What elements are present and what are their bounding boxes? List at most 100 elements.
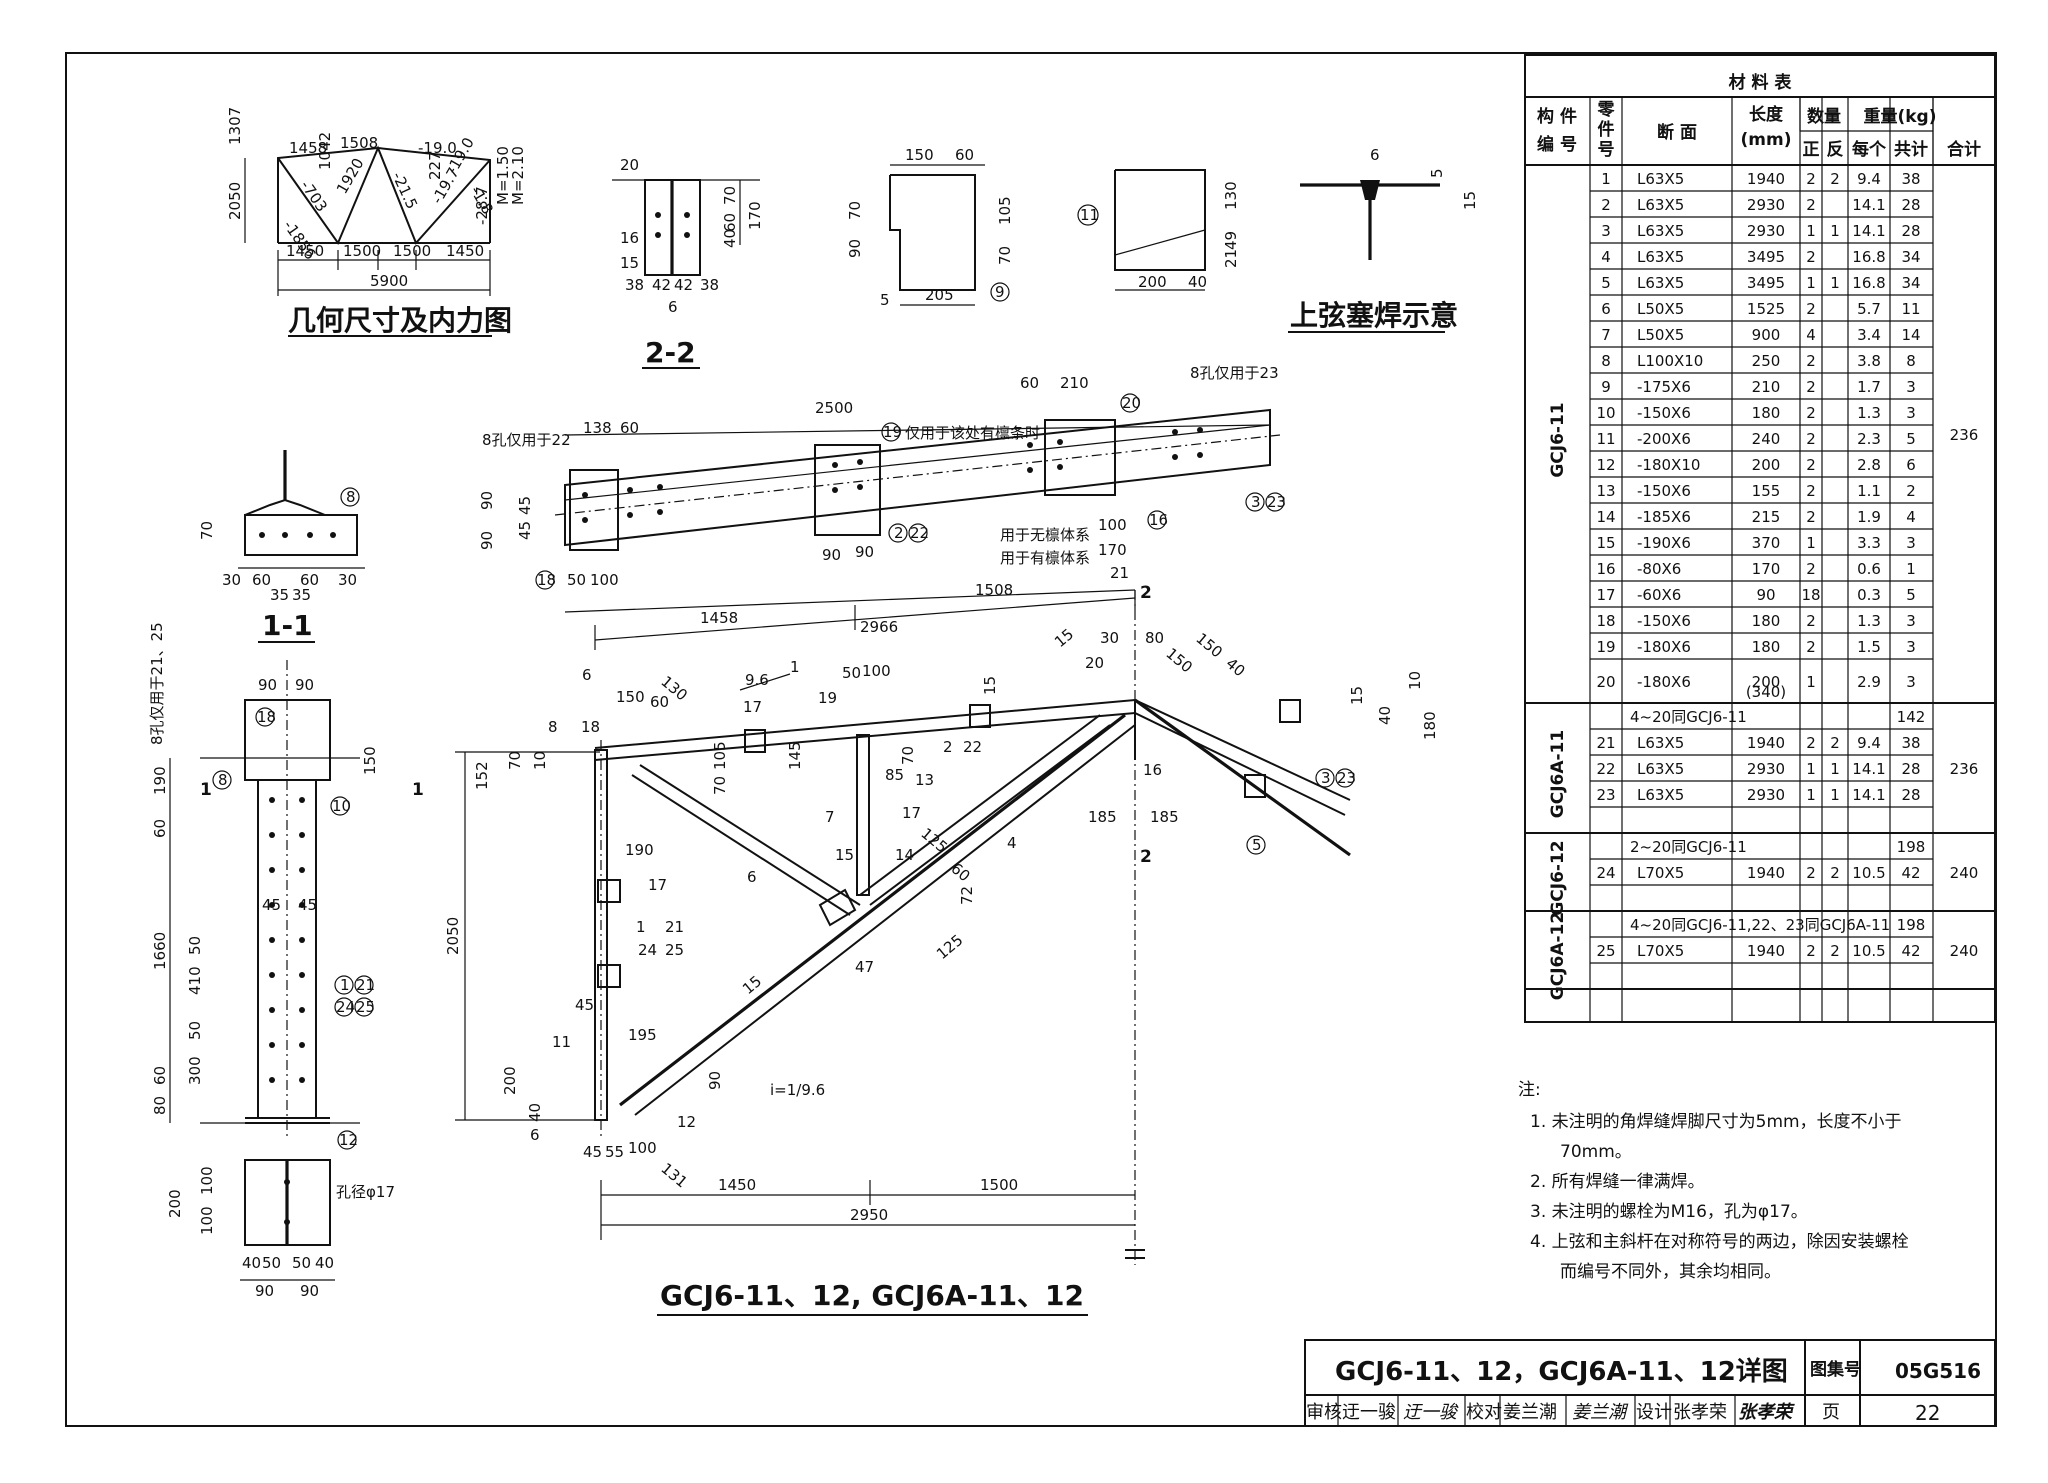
table-cell: 17	[1596, 586, 1615, 604]
group-name: GCJ6-11	[1548, 402, 1568, 477]
table-cell: L50X5	[1637, 326, 1684, 344]
group-name: GCJ6A-12	[1548, 912, 1568, 1000]
table-cell: 180	[1752, 404, 1781, 422]
weld-title: 上弦塞焊示意	[1290, 299, 1458, 332]
chord-label: 8孔仅用于22	[482, 431, 571, 449]
table-cell: L70X5	[1637, 864, 1684, 882]
section-2-2-label: 16	[620, 229, 639, 247]
table-cell: 215	[1752, 508, 1781, 526]
table-cell: 1940	[1747, 170, 1785, 188]
table-cell: 1	[1806, 673, 1816, 691]
chord-label: 22	[910, 524, 929, 542]
section-2-2-label: 6	[668, 298, 678, 316]
header-qty-neg: 反	[1827, 140, 1844, 160]
chord-label: 18	[537, 571, 556, 589]
group-subtotal: 236	[1950, 760, 1979, 778]
column-label: 8孔仅用于21、25	[148, 622, 166, 745]
main-slope: i=1/9.6	[770, 1081, 825, 1099]
table-cell: 9	[1601, 378, 1611, 396]
atlas-label: 图集号	[1810, 1359, 1861, 1380]
section-mark: 2	[1140, 583, 1152, 603]
title-block: GCJ6-11、12，GCJ6A-11、12详图 图集号 05G516 审核 迂…	[1304, 1339, 1996, 1427]
table-cell: 28	[1901, 196, 1920, 214]
table-cell: 8	[1601, 352, 1611, 370]
left-column: 90 90 18 8孔仅用于21、25 190 60 1660 50 410 5…	[148, 622, 424, 1300]
chord-label: 2500	[815, 399, 853, 417]
table-cell: 6	[1601, 300, 1611, 318]
base-label: 90	[300, 1282, 319, 1300]
table-cell: 1	[1830, 222, 1840, 240]
table-cell: 2	[1830, 942, 1840, 960]
table-cell: 2.8	[1857, 456, 1881, 474]
table-cell: 16	[1596, 560, 1615, 578]
table-cell: 2	[1806, 560, 1816, 578]
table-cell: -180X6	[1637, 673, 1691, 691]
table-cell: 3	[1906, 612, 1916, 630]
design-label: 设计	[1636, 1402, 1672, 1423]
chord-label: 90	[478, 531, 496, 550]
table-cell: 14.1	[1852, 760, 1885, 778]
table-cell: 3495	[1747, 274, 1785, 292]
table-cell: 38	[1901, 734, 1920, 752]
main-label: 47	[855, 958, 874, 976]
table-cell: 2	[1830, 864, 1840, 882]
main-label: 15	[835, 846, 854, 864]
column-label: 21	[356, 976, 375, 994]
plate-label: 200	[1138, 273, 1167, 291]
column-dim: 300	[186, 1056, 204, 1085]
column-dim: 1660	[151, 932, 169, 970]
column-label: 45	[262, 896, 281, 914]
table-cell: 34	[1901, 248, 1920, 266]
group-note: 2~20同GCJ6-11	[1630, 838, 1747, 856]
column-label: 10	[332, 797, 351, 815]
section-2-2-title: 2-2	[645, 336, 696, 369]
table-cell: -190X6	[1637, 534, 1691, 552]
table-cell: 22	[1596, 760, 1615, 778]
base-label: 100	[198, 1166, 216, 1195]
main-label: 17	[902, 804, 921, 822]
chord-label: 50	[567, 571, 586, 589]
main-label: 6	[747, 868, 757, 886]
table-cell: 15	[1596, 534, 1615, 552]
table-cell: 9.4	[1857, 734, 1881, 752]
table-cell: 1940	[1747, 864, 1785, 882]
table-cell: 10	[1596, 404, 1615, 422]
group-note: 4~20同GCJ6-11,22、23同GCJ6A-11	[1630, 916, 1890, 934]
table-cell: 240	[1752, 430, 1781, 448]
main-label: 60	[650, 693, 669, 711]
table-cell: 13	[1596, 482, 1615, 500]
table-cell: 28	[1901, 760, 1920, 778]
table-cell: L63X5	[1637, 196, 1684, 214]
checker-signature: 姜兰潮	[1572, 1402, 1629, 1423]
column-dim: 60	[151, 1066, 169, 1085]
table-cell: 3	[1906, 534, 1916, 552]
table-cell: 2	[1830, 734, 1840, 752]
chord-label: 100	[590, 571, 619, 589]
checker-name: 姜兰潮	[1503, 1402, 1557, 1423]
table-cell: 3.4	[1857, 326, 1881, 344]
main-label: 185	[1088, 808, 1117, 826]
table-cell: 1	[1806, 760, 1816, 778]
chord-label: 20	[1122, 394, 1141, 412]
group-subtotal: 236	[1950, 426, 1979, 444]
table-cell: 1	[1830, 760, 1840, 778]
column-dim: 190	[151, 766, 169, 795]
table-cell: 2930	[1747, 222, 1785, 240]
section-2-2-label: 15	[620, 254, 639, 272]
chord-label: 8孔仅用于23	[1190, 364, 1279, 382]
header-part: 号	[1598, 140, 1615, 160]
main-dim: 1450	[718, 1176, 756, 1194]
main-label: 22	[963, 738, 982, 756]
chord-label: 用于无檩体系	[1000, 526, 1090, 544]
table-cell: 180	[1752, 638, 1781, 656]
main-label: 150	[616, 688, 645, 706]
table-cell: 12	[1596, 456, 1615, 474]
geometry-label: -21.5	[388, 169, 421, 212]
table-cell: 14.1	[1852, 196, 1885, 214]
geometry-label: 2050	[226, 182, 244, 220]
group-note-total: 142	[1897, 708, 1926, 726]
main-label: 195	[628, 1026, 657, 1044]
base-label: 90	[255, 1282, 274, 1300]
table-cell: 16.8	[1852, 274, 1885, 292]
gusset-label: 70	[846, 201, 864, 220]
